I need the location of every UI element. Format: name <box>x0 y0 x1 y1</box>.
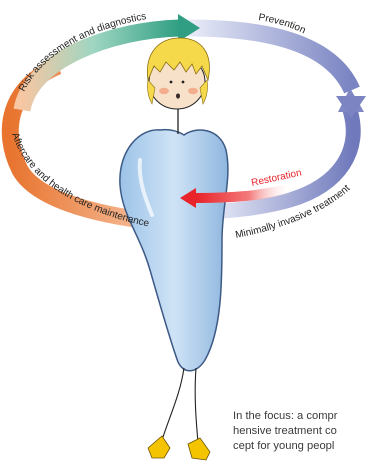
label-restoration: Restoration <box>250 168 302 189</box>
label-risk-assessment: Risk assessment and diagnostics <box>17 11 147 93</box>
label-prevention: Prevention <box>258 12 308 36</box>
label-minimally-invasive: Minimally invasive treatment <box>234 183 352 241</box>
caption-line-3: cept for young peopl <box>233 439 373 454</box>
caption-line-2: hensive treatment co <box>233 424 373 439</box>
caption: In the focus: a compr hensive treatment … <box>233 409 373 454</box>
label-aftercare: Aftercare and health care maintenance <box>9 131 150 229</box>
caption-line-1: In the focus: a compr <box>233 409 373 424</box>
